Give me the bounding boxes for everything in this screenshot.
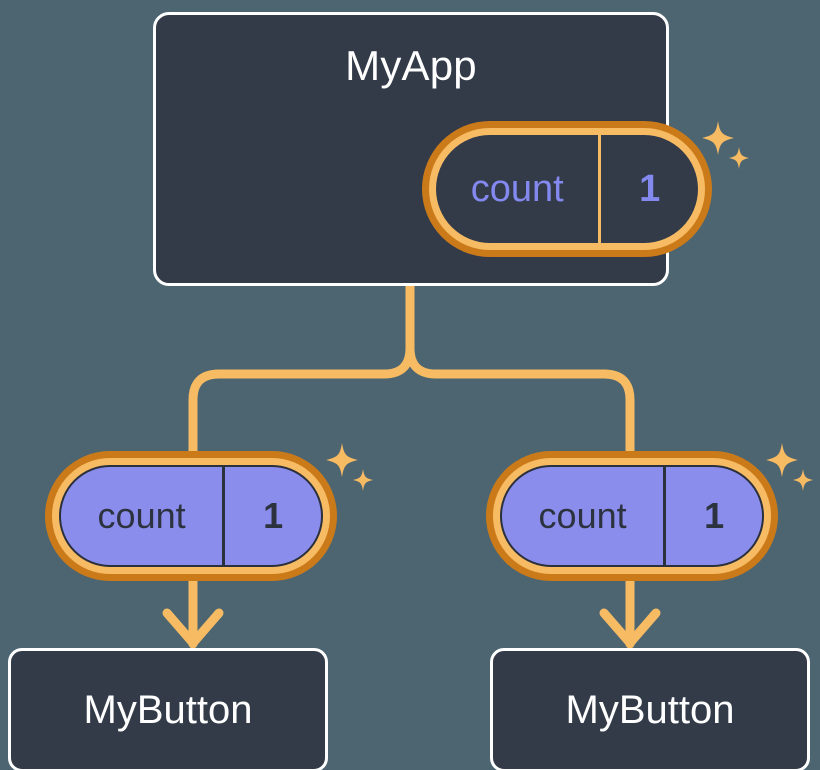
connector-branch-right	[405, 343, 635, 463]
signal-pill-core: count 1	[500, 465, 764, 567]
signal-value: 1	[222, 467, 321, 565]
signal-pill-mybutton-right[interactable]: count 1	[486, 451, 778, 581]
component-card-mybutton-left[interactable]: MyButton	[8, 648, 328, 770]
signal-name: count	[538, 495, 627, 536]
arrow-head-right	[599, 608, 661, 648]
signal-pill-inner-ring: count 1	[429, 128, 705, 250]
signal-name: count	[97, 495, 186, 536]
connector-trunk-and-branches	[188, 281, 415, 463]
signal-pill-mybutton-left[interactable]: count 1	[45, 451, 337, 581]
component-card-mybutton-right[interactable]: MyButton	[490, 648, 810, 770]
component-title-myapp: MyApp	[345, 42, 477, 89]
signal-value: 1	[598, 135, 698, 243]
signal-name: count	[470, 168, 564, 210]
arrow-head-left	[162, 608, 224, 648]
component-title-mybutton-right: MyButton	[565, 688, 735, 732]
component-title-mybutton-left: MyButton	[83, 688, 253, 732]
component-card-myapp[interactable]: MyApp count 1	[153, 12, 749, 286]
signal-value: 1	[663, 467, 762, 565]
signal-pill-inner-ring: count 1	[493, 458, 771, 574]
signal-pill-myapp[interactable]: count 1	[422, 121, 712, 257]
signal-pill-core: count 1	[436, 135, 698, 243]
signal-pill-inner-ring: count 1	[52, 458, 330, 574]
signal-pill-core: count 1	[59, 465, 323, 567]
